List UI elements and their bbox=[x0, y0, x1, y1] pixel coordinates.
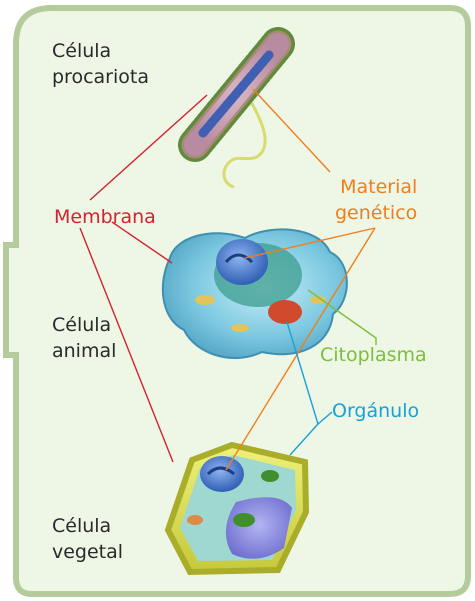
label-prokaryote: Célula procariota bbox=[52, 38, 149, 90]
plant-cell-illustration bbox=[168, 445, 306, 572]
label-membrane: Membrana bbox=[54, 204, 156, 230]
label-cytoplasm: Citoplasma bbox=[320, 342, 427, 368]
animal-cell-illustration bbox=[163, 229, 347, 358]
label-organelle: Orgánulo bbox=[332, 398, 419, 424]
label-genetic-material: Material genético bbox=[335, 174, 417, 226]
label-animal-cell: Célula animal bbox=[52, 312, 116, 364]
label-plant-cell: Célula vegetal bbox=[52, 513, 123, 565]
